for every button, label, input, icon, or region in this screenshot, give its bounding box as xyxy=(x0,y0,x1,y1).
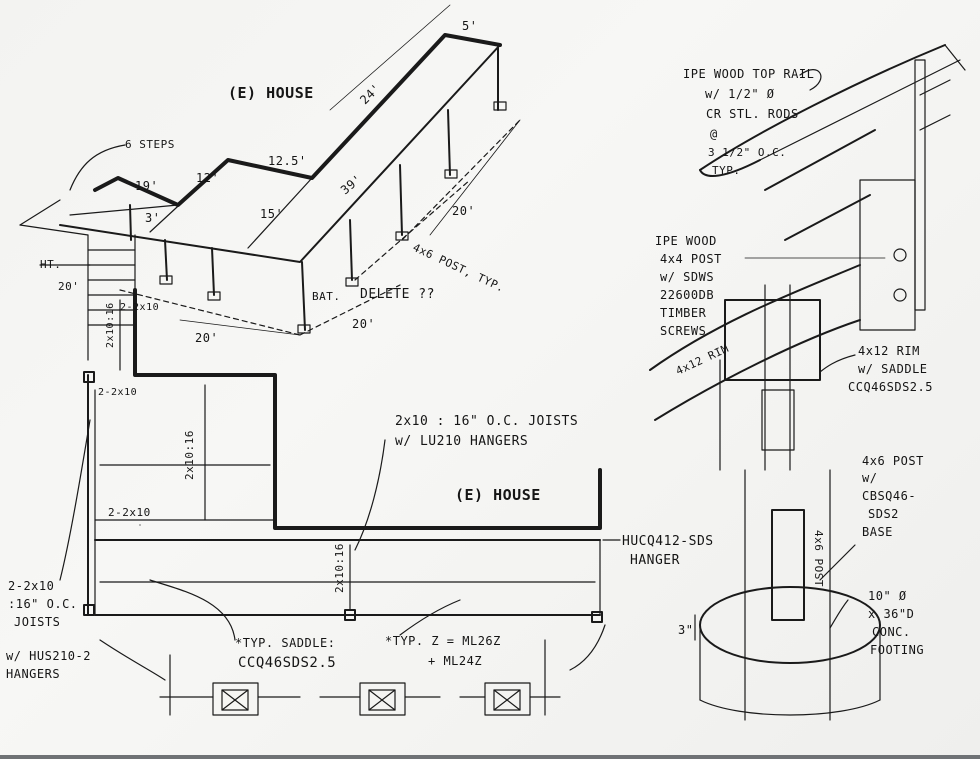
post-note-line: 4x4 POST xyxy=(660,252,722,266)
rail-detail xyxy=(699,44,966,311)
span-label-low: 2x10:16 xyxy=(333,543,346,593)
rail-note-line: IPE WOOD TOP RAIL xyxy=(683,67,814,81)
post6-note-line: SDS2 xyxy=(868,507,899,521)
house-label-bottom: (E) HOUSE xyxy=(455,486,541,504)
rim-note-line: w/ SADDLE xyxy=(858,362,928,376)
left-note-line: w/ HUS210-2 xyxy=(6,649,91,663)
saddle-note-line2: CCQ46SDS2.5 xyxy=(238,655,336,671)
delete-label: DELETE ?? xyxy=(360,287,435,302)
dim-20ft-c: 20' xyxy=(195,331,218,345)
footing-detail xyxy=(694,469,881,721)
rim-label: 4x12 RIM xyxy=(674,342,731,378)
deck-posts xyxy=(129,47,499,331)
joists-note-line1: 2x10 : 16" O.C. JOISTS xyxy=(395,414,578,429)
post-note-detail: IPE WOOD 4x4 POST w/ SDWS 22600DB TIMBER… xyxy=(655,234,722,338)
footing-note-line: 10" Ø xyxy=(868,589,907,603)
double-label-mid: 2-2x10 xyxy=(108,506,151,519)
detail-labels: IPE WOOD TOP RAIL w/ 1/2" Ø CR STL. RODS… xyxy=(655,67,933,657)
rim-note-line: 4x12 RIM xyxy=(858,344,920,358)
typ-note-line2: + ML24Z xyxy=(428,654,482,668)
post-note-line: IPE WOOD xyxy=(655,234,717,248)
post6-note-line: 4x6 POST xyxy=(862,454,924,468)
hanger-note-line1: HUCQ412-SDS xyxy=(622,534,714,549)
span-label-mid: 2x10:16 xyxy=(183,430,196,480)
post-note-line: SCREWS xyxy=(660,324,706,338)
joists-note-line2: w/ LU210 HANGERS xyxy=(395,434,528,449)
rail-note-line: TYP. xyxy=(712,164,741,177)
dim-20ft-a: 20' xyxy=(452,204,475,218)
footing-note-line: FOOTING xyxy=(870,643,924,657)
hanger-note-line2: HANGER xyxy=(630,553,680,568)
three-inch-label: 3" xyxy=(678,623,693,637)
dim-20ft-ht: 20' xyxy=(58,280,79,293)
left-joist-note: 2-2x10 :16" O.C. JOISTS w/ HUS210-2 HANG… xyxy=(6,579,91,681)
post6-note-line: CBSQ46- xyxy=(862,489,916,503)
bat-label: BAT. xyxy=(312,290,341,303)
post6-note-line: BASE xyxy=(862,525,893,539)
house-label-top: (E) HOUSE xyxy=(228,84,314,102)
rail-note-line: w/ 1/2" Ø xyxy=(705,87,775,101)
left-note-line: HANGERS xyxy=(6,667,60,681)
height-label: HT. xyxy=(40,258,61,271)
plan-posts xyxy=(83,371,603,623)
left-note-line: JOISTS xyxy=(14,615,60,629)
saddle-detail-icons xyxy=(159,639,561,716)
post6-label: 4x6 POST xyxy=(812,530,825,587)
deck-footings xyxy=(159,101,507,334)
rail-note: IPE WOOD TOP RAIL w/ 1/2" Ø CR STL. RODS… xyxy=(683,67,814,177)
saddle-note-line1: *TYP. SADDLE: xyxy=(235,636,335,650)
left-note-line: 2-2x10 xyxy=(8,579,54,593)
rim-note-line: CCQ46SDS2.5 xyxy=(848,380,933,394)
dim-12-5ft: 12.5' xyxy=(268,154,307,168)
dim-19ft: 19' xyxy=(135,179,158,193)
framing-labels: 2x10 : 16" O.C. JOISTS w/ LU210 HANGERS … xyxy=(6,302,714,681)
isometric-deck-sketch xyxy=(19,4,521,361)
dim-15ft: 15' xyxy=(260,207,283,221)
dim-20ft-b: 20' xyxy=(352,317,375,331)
footing-note-line: CONC. xyxy=(872,625,911,639)
double-label-bot: 2-2x10 xyxy=(120,302,159,313)
left-note-line: :16" O.C. xyxy=(8,597,78,611)
dim-12ft: 12' xyxy=(196,171,219,185)
rim-note: 4x12 RIM w/ SADDLE CCQ46SDS2.5 xyxy=(848,344,933,394)
rail-note-line: @ xyxy=(710,127,718,141)
post-detail xyxy=(649,179,916,471)
steps-label: 6 STEPS xyxy=(125,138,175,151)
dim-3ft: 3' xyxy=(145,211,160,225)
dim-5ft: 5' xyxy=(462,19,477,33)
dim-39ft: 39' xyxy=(338,172,365,198)
rail-note-line: CR STL. RODS xyxy=(706,107,799,121)
post-note-line: 22600DB xyxy=(660,288,714,302)
post6-note: 4x6 POST w/ CBSQ46- SDS2 BASE xyxy=(862,454,924,539)
typ-note-line1: *TYP. Z = ML26Z xyxy=(385,634,501,648)
footing-note-line: x 36"D xyxy=(868,607,914,621)
post-note-line: w/ SDWS xyxy=(660,270,714,284)
rail-note-line: 3 1/2" O.C. xyxy=(708,146,786,159)
footing-note: 10" Ø x 36"D CONC. FOOTING xyxy=(868,589,924,657)
double-label-top: 2-2x10 xyxy=(98,387,137,398)
post6-note-line: w/ xyxy=(862,471,877,485)
span-label-left: 2x10:16 xyxy=(105,302,116,348)
post-note-line: TIMBER xyxy=(660,306,707,320)
framing-plan xyxy=(59,288,621,716)
